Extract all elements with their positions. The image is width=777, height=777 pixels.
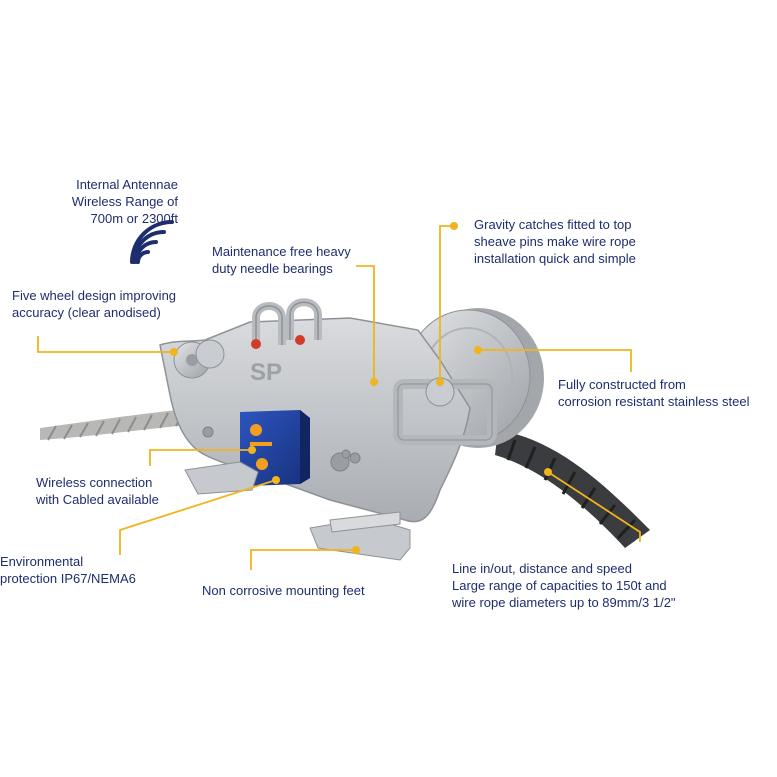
main-frame [159,317,471,523]
mounting-foot [184,461,259,495]
callout-wireless-connection: Wireless connection with Cabled availabl… [36,475,159,507]
wifi-signal-icon [130,220,174,264]
callout-mounting-feet: Non corrosive mounting feet [202,583,365,598]
frame-logo: SP [250,359,282,386]
callout-stainless-steel: Fully constructed from corrosion resista… [558,377,750,409]
wireless-sensor [240,410,310,486]
front-wheel [195,339,225,369]
gravity-catch [393,377,497,445]
callout-line-speed: Line in/out, distance and speed Large ra… [452,561,676,610]
callout-bearings: Maintenance free heavy duty needle beari… [212,244,351,276]
callout-lines [37,225,641,570]
callout-environmental: Environmental protection IP67/NEMA6 [0,554,136,586]
callout-dots [170,222,552,554]
frame-bolts [202,426,361,472]
callout-antenna: Internal Antennae Wireless Range of 700m… [71,177,178,226]
callout-gravity-catches: Gravity catches fitted to top sheave pin… [474,217,636,266]
mounting-foot [309,511,411,561]
callout-five-wheel: Five wheel design improving accuracy (cl… [12,288,177,320]
